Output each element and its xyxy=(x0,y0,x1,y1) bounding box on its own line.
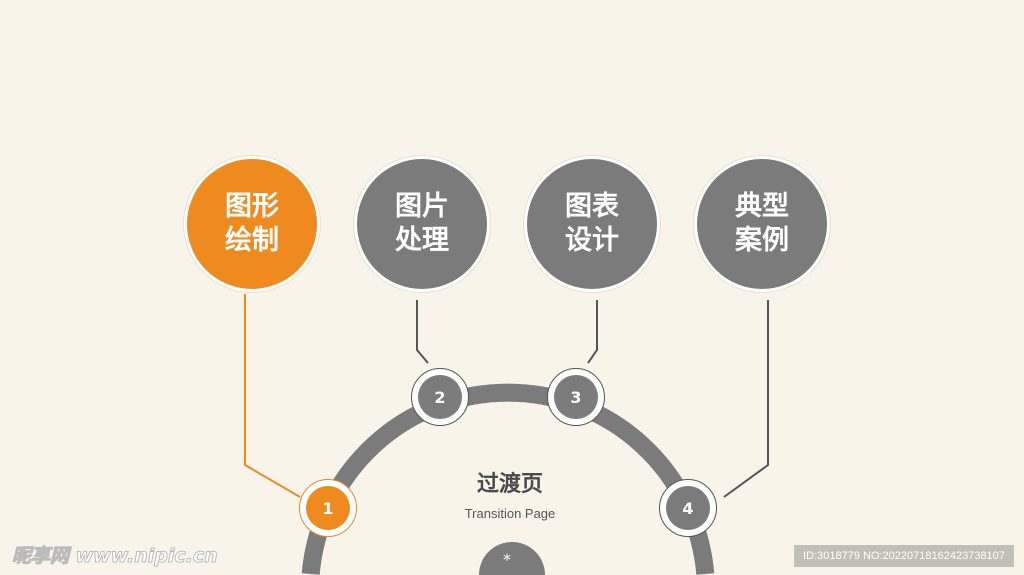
connector-2 xyxy=(416,300,429,364)
topic-circle-2[interactable]: 图片 处理 xyxy=(354,156,490,292)
topic-circle-1[interactable]: 图形 绘制 xyxy=(184,156,320,292)
page-title: 过渡页 xyxy=(476,472,543,497)
topic-label: 图表 xyxy=(565,191,619,222)
topic-label: 设计 xyxy=(565,225,619,256)
connector-1 xyxy=(244,294,301,498)
topic-label: 处理 xyxy=(395,225,449,256)
topic-label: 图形 xyxy=(225,191,279,222)
step-node-3[interactable]: 3 xyxy=(547,368,605,426)
topic-label: 绘制 xyxy=(225,225,279,256)
step-number: 1 xyxy=(306,486,350,530)
step-node-2[interactable]: 2 xyxy=(411,368,469,426)
step-node-4[interactable]: 4 xyxy=(659,479,717,537)
topic-circle-4[interactable]: 典型 案例 xyxy=(694,156,830,292)
step-number: 4 xyxy=(666,486,710,530)
asterisk-icon: * xyxy=(503,550,511,569)
page-subtitle: Transition Page xyxy=(464,506,556,521)
connector-4 xyxy=(723,300,769,498)
topic-circle-3[interactable]: 图表 设计 xyxy=(524,156,660,292)
topic-label: 典型 xyxy=(735,191,789,222)
step-number: 3 xyxy=(554,375,598,419)
center-bottom-circle xyxy=(479,542,545,575)
connector-3 xyxy=(587,300,598,364)
watermark-logo: 昵享网 www.nipic.cn xyxy=(12,545,219,568)
topic-label: 案例 xyxy=(735,225,789,256)
step-node-1[interactable]: 1 xyxy=(299,479,357,537)
topic-label: 图片 xyxy=(395,191,449,222)
watermark-id: ID:3018779 NO:20220718162423738107 xyxy=(794,545,1014,567)
step-number: 2 xyxy=(418,375,462,419)
